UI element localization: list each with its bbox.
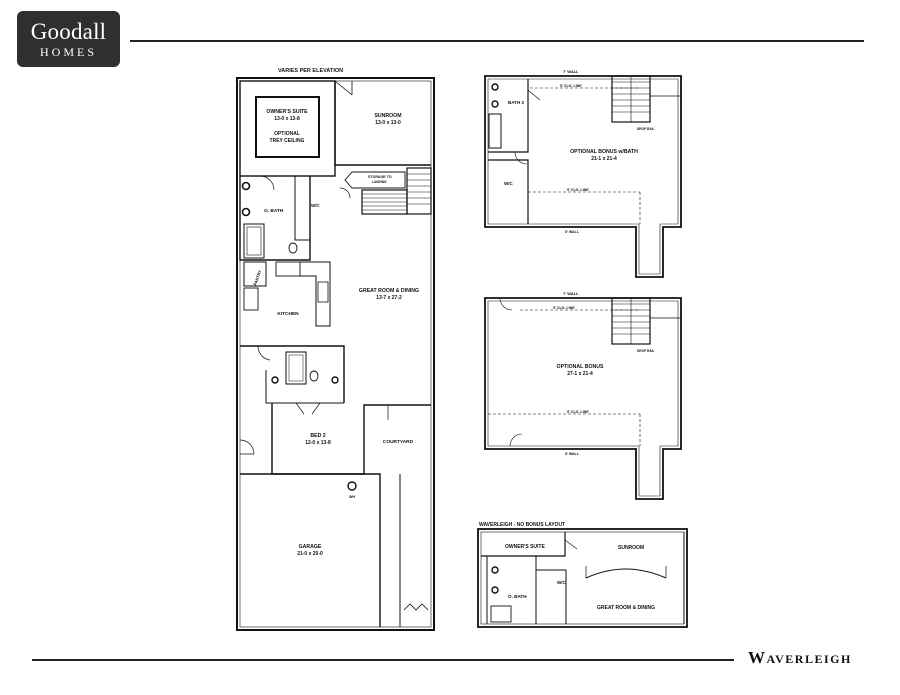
main-outline	[236, 77, 435, 631]
garage-dim: 21-0 x 20-0	[297, 551, 323, 557]
owners-suite-label: OWNER'S SUITE	[266, 109, 308, 115]
pantry-label: PANTRY	[252, 269, 262, 286]
top-note-label: VARIES PER ELEVATION	[278, 68, 343, 74]
bonus-bath-wall-top: 7' WALL	[563, 69, 579, 74]
bonus-bath-wic-label: W/C	[504, 181, 513, 186]
o-bath-label: O. BATH	[264, 208, 284, 214]
no-bonus-wic: W/C	[557, 580, 566, 585]
bonus-title: OPTIONAL BONUS	[557, 364, 604, 370]
bonus-wall-bottom: 5' WALL	[565, 452, 580, 456]
main-wic-label: W/C	[311, 203, 320, 208]
kitchen-label: KITCHEN	[277, 311, 299, 317]
bed2-label: BED 2	[310, 433, 325, 439]
optional-bonus-plan: 7' WALL 5' CLG. LINE DROP RAIL OPTIONAL …	[484, 291, 682, 500]
trey-ceiling-outline	[255, 96, 320, 158]
logo-line-1: Goodall	[30, 19, 107, 44]
great-room-label: GREAT ROOM & DINING	[359, 288, 419, 294]
bonus-with-bath-plan: 7' WALL 5' CLG. LINE DROP RAIL BATH 3 W/…	[484, 69, 682, 278]
no-bonus-heading: WAVERLEIGH - NO BONUS LAYOUT	[479, 522, 565, 528]
bath3-label: BATH 3	[508, 100, 524, 105]
bonus-clg-line-2: 5' CLG. LINE	[567, 410, 589, 414]
storage-label-2: LANDING	[372, 180, 387, 184]
bonus-bath-clg-line: 5' CLG. LINE	[560, 84, 582, 88]
bonus-dim: 27-1 x 21-4	[567, 371, 593, 377]
garage-label: GARAGE	[299, 544, 322, 550]
header-rule	[130, 40, 864, 42]
logo-line-2: HOMES	[39, 45, 97, 59]
sunroom-dim: 13-0 x 13-0	[375, 120, 401, 126]
no-bonus-sunroom: SUNROOM	[618, 545, 644, 551]
bonus-bath-title: OPTIONAL BONUS w/BATH	[570, 149, 638, 155]
plan-name-title: Waverleigh	[748, 648, 852, 667]
owners-suite-room	[239, 80, 336, 177]
footer-rule	[32, 659, 734, 661]
bonus-clg-line: 5' CLG. LINE	[553, 306, 575, 310]
goodall-homes-logo: Goodall HOMES	[17, 11, 120, 67]
wh-label: WH	[349, 495, 355, 499]
bed2-dim: 12-0 x 13-8	[305, 440, 331, 446]
bonus-bath-stair-note: DROP RAIL	[637, 127, 655, 131]
no-bonus-great-room: GREAT ROOM & DINING	[597, 605, 655, 611]
great-room-dim: 13-7 x 27-2	[376, 295, 402, 301]
storage-label: STORAGE TO	[368, 175, 392, 179]
bonus-wall-top: 7' WALL	[563, 291, 579, 296]
sunroom-label: SUNROOM	[374, 113, 401, 119]
main-floor-plan: VARIES PER ELEVATION OWNER'S SUITE 13-0 …	[236, 68, 435, 631]
no-bonus-layout-plan: WAVERLEIGH - NO BONUS LAYOUT OWNER'S SUI…	[477, 522, 688, 628]
no-bonus-o-bath: O. BATH	[508, 594, 527, 599]
bonus-bath-clg-line-2: 5' CLG. LINE	[567, 188, 589, 192]
bonus-bath-dim: 21-1 x 21-4	[591, 156, 617, 162]
owners-suite-dim: 13-0 x 13-8	[274, 116, 300, 122]
trey-ceiling-label: TREY CEILING	[270, 138, 305, 144]
courtyard-label: COURTYARD	[383, 439, 414, 445]
bonus-bath-wall-bottom: 5' WALL	[565, 230, 580, 234]
optional-label: OPTIONAL	[274, 131, 300, 137]
no-bonus-owners-suite: OWNER'S SUITE	[505, 544, 545, 550]
bonus-stair-note: DROP RAIL	[637, 349, 655, 353]
